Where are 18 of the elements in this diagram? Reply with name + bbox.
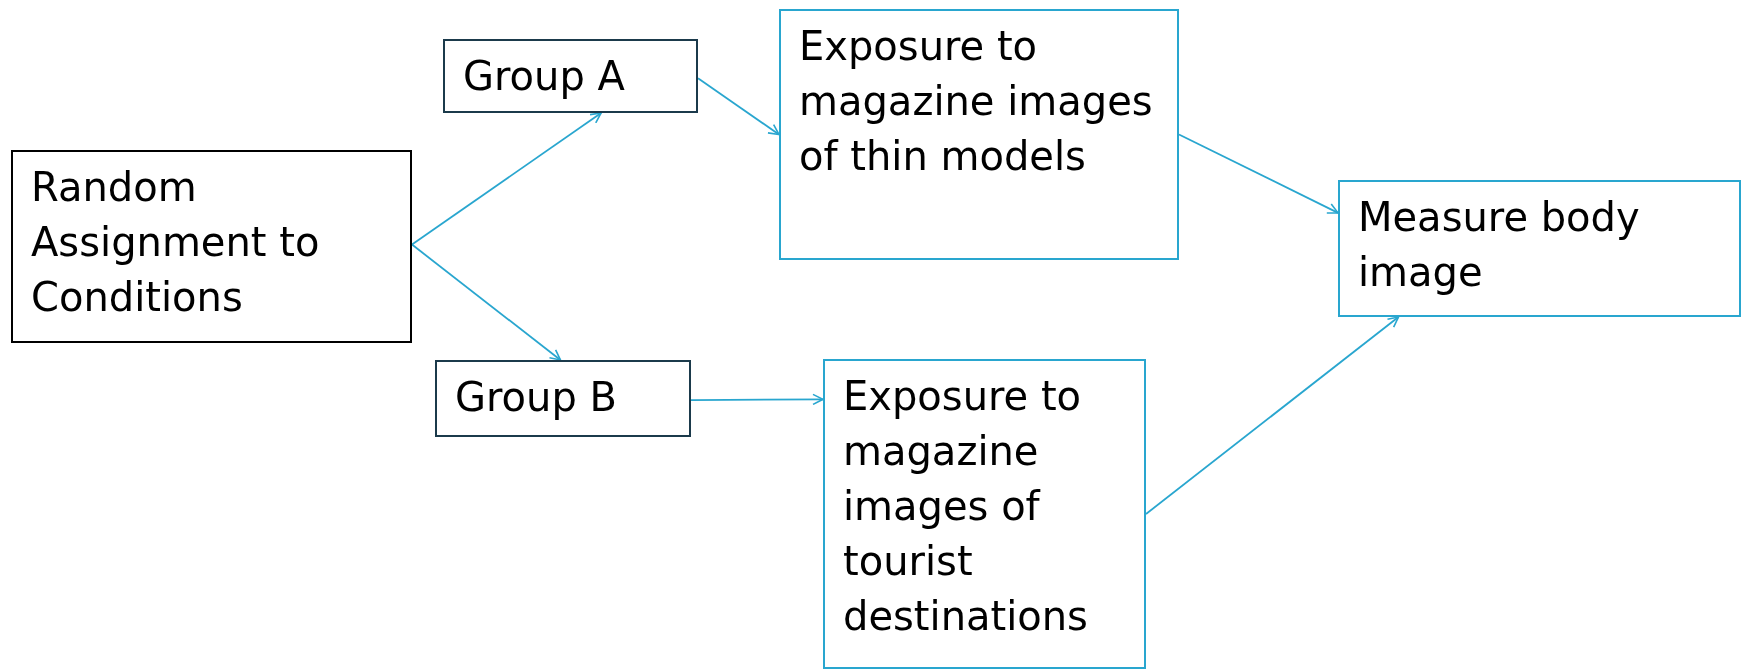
box-label: Exposure to magazine images of thin models (799, 22, 1154, 181)
box-label: Exposure to magazine images of tourist destinations (843, 372, 1089, 641)
box-label: Measure body image (1358, 193, 1641, 297)
box-label: Group B (455, 373, 618, 422)
process-box (779, 9, 1179, 260)
process-box (823, 359, 1146, 669)
arrow (690, 393, 824, 406)
arrow (1178, 133, 1339, 214)
arrow (1145, 316, 1400, 515)
arrow (697, 77, 780, 136)
arrow (411, 112, 602, 246)
process-box (1338, 180, 1741, 317)
arrow (411, 243, 562, 361)
process-box (11, 150, 412, 343)
process-box (443, 39, 698, 113)
process-box (435, 360, 691, 437)
box-label: Random Assignment to Conditions (31, 163, 321, 322)
box-label: Group A (463, 52, 626, 101)
